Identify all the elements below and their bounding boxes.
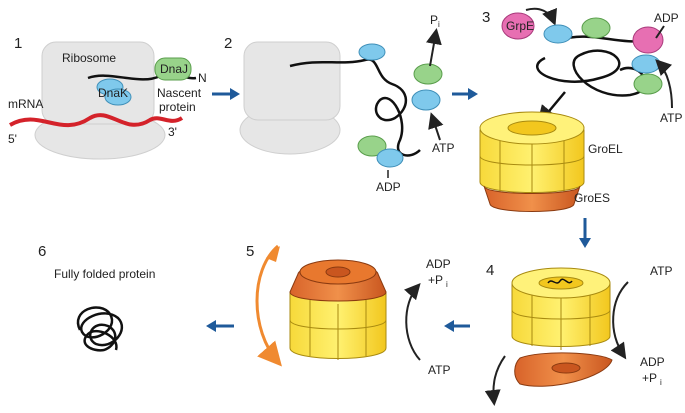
flow-arrow-3-4-head <box>579 238 591 248</box>
step-4: 4 ATP ADP +P i <box>484 262 672 406</box>
flow-arrow-1-2-head <box>230 88 240 100</box>
atp-hydrolysis-arrow-5 <box>404 283 421 361</box>
dnaj-3a <box>581 17 611 39</box>
fully-folded-label: Fully folded protein <box>54 267 155 281</box>
step-3: 3 GrpE ADP ATP <box>479 7 682 212</box>
step-number-2: 2 <box>224 35 232 52</box>
step-number-3: 3 <box>482 9 490 26</box>
adp-label-3: ADP <box>654 11 679 25</box>
dnak-protein <box>96 78 132 106</box>
five-prime-label: 5' <box>8 132 17 146</box>
three-prime-label: 3' <box>168 125 177 139</box>
n-terminus-label: N <box>198 71 207 85</box>
adp-label-5: ADP <box>426 257 451 271</box>
atp-arrow-2 <box>428 112 444 141</box>
step-number-4: 4 <box>486 262 494 279</box>
nascent-label-line2: protein <box>159 100 196 114</box>
atp-label-3: ATP <box>660 111 682 125</box>
pi-release-arrow <box>426 28 442 67</box>
grpe-protein <box>501 12 535 40</box>
dnak-top <box>358 43 386 61</box>
plus-p-label-4: +P <box>642 371 657 385</box>
atp-label-2: ATP <box>432 141 454 155</box>
step-6: 6 Fully folded protein <box>38 243 155 352</box>
step-number-5: 5 <box>246 243 254 260</box>
pi-subscript: i <box>438 20 440 29</box>
atp-label-5: ATP <box>428 363 450 377</box>
groel-barrel-5 <box>289 291 387 360</box>
step-1: 1 Ribosome mRNA 5' 3' DnaK DnaJ N Nascen… <box>8 35 207 160</box>
groes-cap-5 <box>289 259 387 302</box>
grpe-label: GrpE <box>506 19 534 33</box>
flow-arrow-2-3-head <box>468 88 478 100</box>
grpe-binding-arrow <box>525 7 557 26</box>
unfolded-chain-3 <box>536 49 647 97</box>
folded-protein <box>76 306 124 352</box>
mrna-label: mRNA <box>8 97 43 111</box>
dnaj-dnak-adp <box>357 135 404 168</box>
step-5: 5 ADP +P i ATP <box>246 243 451 377</box>
adp-tick-3 <box>655 25 665 39</box>
dnak-dnaj-3b <box>631 54 663 95</box>
adp-label-2: ADP <box>376 180 401 194</box>
dnaj-dnak-complex <box>411 63 443 111</box>
nascent-label-line1: Nascent <box>157 86 202 100</box>
atp-arrow-3 <box>655 59 673 109</box>
atp-hydrolysis-arrow-4 <box>610 281 629 360</box>
pi-subscript-4: i <box>660 378 662 387</box>
step-number-6: 6 <box>38 243 46 260</box>
step-number-1: 1 <box>14 35 22 52</box>
plus-p-label-5: +P <box>428 273 443 287</box>
cycle-arrow-up-head <box>266 246 280 262</box>
dnaj-label: DnaJ <box>160 62 188 76</box>
groes-release-arrow <box>484 355 506 406</box>
nascent-chain-2 <box>289 58 421 157</box>
dnak-3a <box>543 24 573 44</box>
groel-groes-complex <box>479 111 585 212</box>
dnak-label: DnaK <box>98 86 128 100</box>
groel-barrel-4 <box>511 267 611 350</box>
flow-arrow-5-6-head <box>206 320 216 332</box>
folding-substrate <box>547 278 573 284</box>
flow-arrow-4-5-head <box>444 320 454 332</box>
groes-label: GroES <box>574 191 610 205</box>
atp-label-4: ATP <box>650 264 672 278</box>
pi-subscript-5: i <box>446 280 448 289</box>
grpe-protein-2 <box>632 26 664 54</box>
mrna-strand <box>9 113 184 128</box>
pi-label: P <box>430 13 438 27</box>
groel-label: GroEL <box>588 142 623 156</box>
ribosome-large-subunit-2 <box>243 41 341 121</box>
groes-cap-3 <box>483 185 581 212</box>
ribosome-label: Ribosome <box>62 51 116 65</box>
step-2: 2 P i ATP ADP <box>224 13 454 194</box>
adp-label-4: ADP <box>640 355 665 369</box>
cycle-arrow-down <box>255 244 282 367</box>
dnaj-protein <box>154 57 192 81</box>
groel-cavity <box>507 120 557 136</box>
